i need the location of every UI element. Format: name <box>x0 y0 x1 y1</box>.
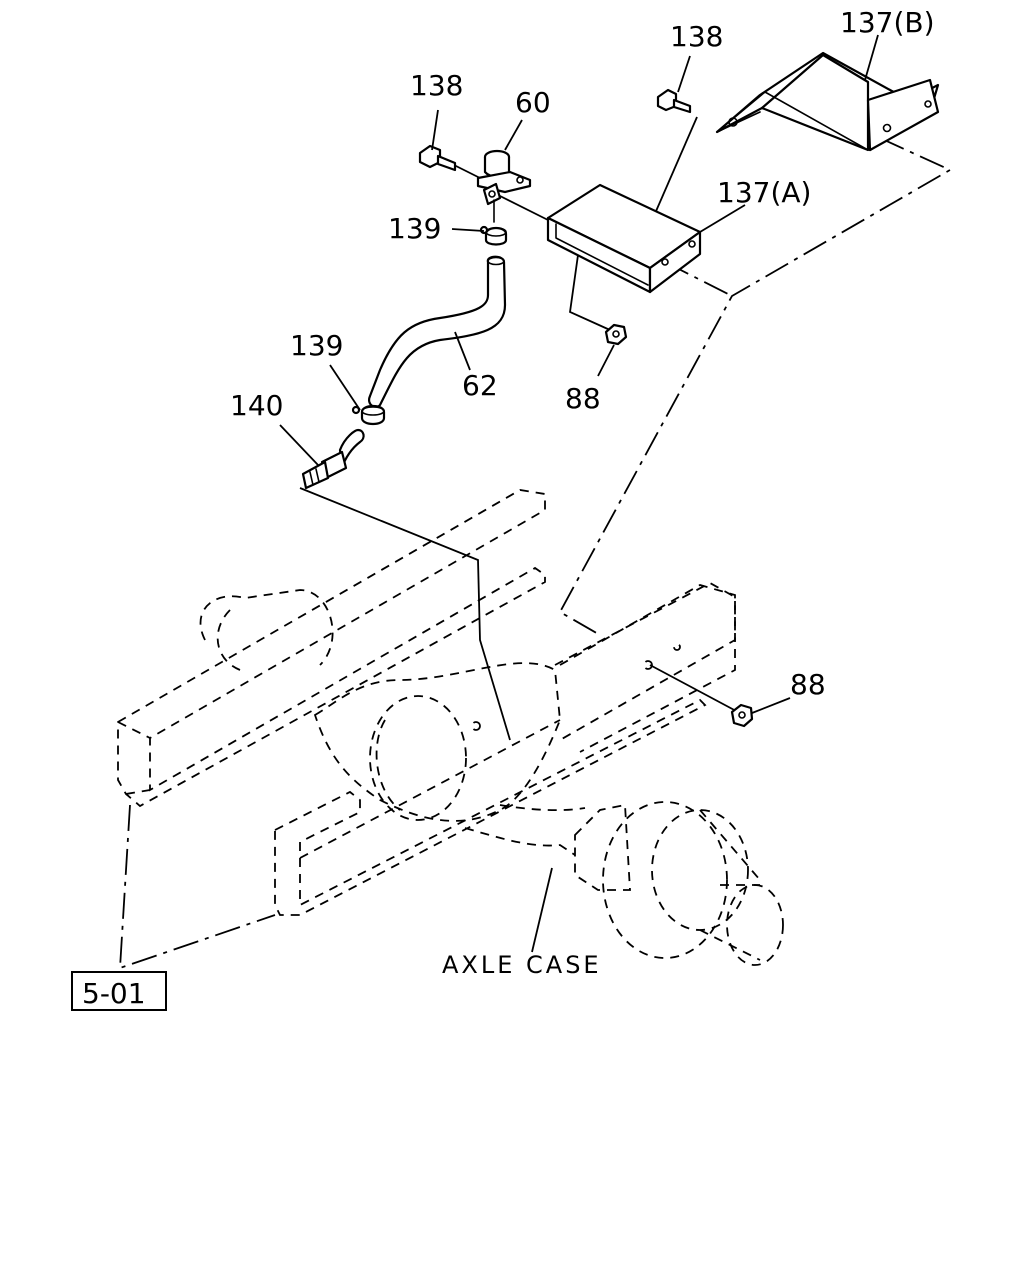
label-leaders <box>279 34 879 953</box>
frame-rail-lower <box>274 584 736 916</box>
label-138-right: 138 <box>670 20 723 53</box>
label-137a: 137(A) <box>717 176 811 209</box>
side-member <box>471 581 736 753</box>
label-axle-case: AXLE CASE <box>442 951 602 979</box>
label-137b: 137(B) <box>840 6 935 39</box>
part-labels: 137(B) 138 138 60 137(A) 139 139 62 88 1… <box>230 6 935 979</box>
reference-box-5-01: 5-01 <box>71 971 167 1011</box>
label-139-mid: 139 <box>290 329 343 362</box>
clamp-139-mid <box>351 404 386 426</box>
assembly-lines <box>119 116 952 970</box>
label-139-top: 139 <box>388 212 441 245</box>
label-62: 62 <box>462 369 498 402</box>
label-88-upper: 88 <box>565 382 601 415</box>
clamp-139-top <box>479 225 508 246</box>
nut-88-upper <box>604 323 628 346</box>
valve-60 <box>476 149 532 223</box>
bolt-138-left <box>418 144 457 172</box>
fitting-140 <box>301 428 365 490</box>
hose-62 <box>368 255 507 409</box>
bracket-137a <box>546 183 702 294</box>
frame-rail-upper <box>117 489 546 808</box>
label-60: 60 <box>515 86 551 119</box>
nut-88-lower <box>730 703 754 728</box>
label-ref-5-01: 5-01 <box>82 977 146 1010</box>
label-140: 140 <box>230 389 283 422</box>
label-88-lower: 88 <box>790 668 826 701</box>
label-138-left: 138 <box>410 69 463 102</box>
axle-housing-banjo <box>199 589 784 966</box>
bolt-138-right <box>656 88 692 114</box>
bracket-137b <box>715 51 940 152</box>
